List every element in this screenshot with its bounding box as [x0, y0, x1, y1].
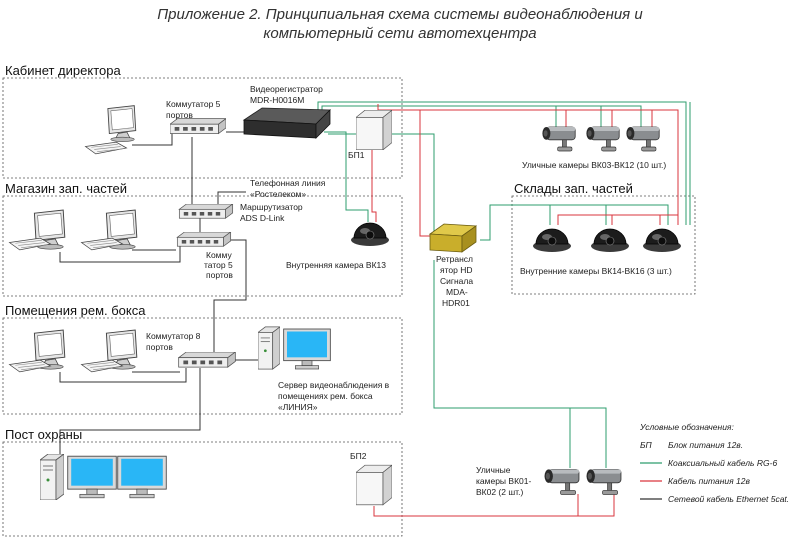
- street-cams-bottom-label-1: Уличные: [476, 465, 511, 475]
- router-label-2: ADS D-Link: [240, 213, 285, 223]
- indoor-camera-bk13-label: Внутренняя камера ВК13: [286, 260, 386, 270]
- street-cams-top-label: Уличные камеры ВК03-ВК12 (10 шт.): [522, 160, 666, 170]
- director-switch-icon: [170, 118, 226, 135]
- legend-psu-symbol: БП: [640, 440, 653, 450]
- switch5-director-label-2: портов: [166, 110, 193, 120]
- dvr-label-1: Видеорегистратор: [250, 84, 323, 94]
- router-icon: [178, 204, 234, 219]
- zone-title-repair: Помещения рем. бокса: [5, 303, 146, 318]
- psu1-label: БП1: [348, 150, 365, 160]
- dvr-icon: [242, 107, 331, 139]
- repeater-label-5: HDR01: [442, 298, 470, 308]
- zone-title-guard: Пост охраны: [5, 427, 82, 442]
- legend-psu-text: Блок питания 12в.: [668, 440, 743, 450]
- psu2-icon: [356, 464, 392, 506]
- zone-frame-warehouse: [511, 195, 696, 295]
- server-label-1: Сервер видеонаблюдения в: [278, 380, 390, 390]
- director-keyboard-icon: [85, 141, 127, 155]
- indoor-camera-wh-1-icon: [532, 228, 572, 253]
- guard-monitor-1-icon: [67, 455, 117, 499]
- switch5-shop-label-3: портов: [206, 270, 233, 280]
- switch5-director-label-1: Коммутатор 5: [166, 99, 221, 109]
- guard-monitor-2-icon: [117, 455, 167, 499]
- phone-line-label-1: Телефонная линия: [250, 178, 326, 188]
- indoor-cams-wh-label: Внутренние камеры ВК14-ВК16 (3 шт.): [520, 266, 672, 276]
- repeater-label-2: ятор HD: [440, 265, 473, 275]
- street-camera-3-icon: [625, 126, 660, 152]
- indoor-camera-wh-3-icon: [642, 228, 682, 253]
- server-tower-icon: [258, 326, 280, 370]
- phone-line-label-2: «Ростелеком»: [250, 189, 306, 199]
- guard-tower-icon: [40, 454, 64, 500]
- server-label-2: помещениях рем. бокса: [278, 391, 373, 401]
- repair-keyboard-2-icon: [81, 359, 123, 373]
- zone-title-director: Кабинет директора: [5, 63, 121, 78]
- title-line-1: Приложение 2. Принципиальная схема систе…: [157, 6, 643, 23]
- zone-frame-repair: [2, 317, 403, 415]
- switch5-shop-label-2: татор 5: [204, 260, 233, 270]
- indoor-camera-wh-2-icon: [590, 228, 630, 253]
- repeater-label-1: Ретрансл: [436, 254, 473, 264]
- psu1-icon: [356, 110, 392, 150]
- zone-frame-shop: [2, 195, 403, 297]
- repeater-label-3: Сигнала: [440, 276, 473, 286]
- repeater-icon: [428, 223, 478, 253]
- street-camera-bk02-icon: [586, 468, 622, 496]
- router-label-1: Маршрутизатор: [240, 202, 303, 212]
- switch5-shop-label-1: Комму: [206, 250, 232, 260]
- street-camera-2-icon: [585, 126, 620, 152]
- power-cables: [371, 104, 679, 517]
- repair-switch8-icon: [178, 352, 236, 368]
- title-line-2: компьютерный сети автотехцентра: [263, 25, 536, 42]
- psu2-label: БП2: [350, 451, 367, 461]
- zone-title-warehouse: Склады зап. частей: [514, 181, 633, 196]
- repeater-label-4: MDA-: [446, 287, 468, 297]
- street-camera-bk01-icon: [544, 468, 580, 496]
- street-camera-1-icon: [541, 126, 576, 152]
- server-monitor-icon: [283, 328, 331, 370]
- indoor-camera-bk13-icon: [350, 222, 390, 247]
- legend-power-text: Кабель питания 12в: [668, 476, 750, 486]
- director-monitor-icon: [107, 105, 137, 143]
- dvr-label-2: MDR-H0016M: [250, 95, 304, 105]
- zone-frame-guard: [2, 441, 403, 537]
- legend-coax-text: Коаксиальный кабель RG-6: [668, 458, 777, 468]
- street-cams-bottom-label-2: камеры ВК01-: [476, 476, 531, 486]
- legend: Условные обозначения: БП Блок питания 12…: [639, 422, 789, 504]
- server-label-3: «ЛИНИЯ»: [278, 402, 318, 412]
- switch8-label-1: Коммутатор 8: [146, 331, 201, 341]
- zone-title-shop: Магазин зап. частей: [5, 181, 127, 196]
- legend-title: Условные обозначения:: [639, 422, 734, 432]
- switch8-label-2: портов: [146, 342, 173, 352]
- zone-frame-director: [2, 77, 403, 179]
- shop-switch-icon: [176, 232, 232, 247]
- legend-ethernet-text: Сетевой кабель Ethernet 5cat.: [668, 494, 789, 504]
- street-cams-bottom-label-3: ВК02 (2 шт.): [476, 487, 523, 497]
- coax-cables: [317, 101, 691, 468]
- repair-keyboard-1-icon: [9, 359, 51, 373]
